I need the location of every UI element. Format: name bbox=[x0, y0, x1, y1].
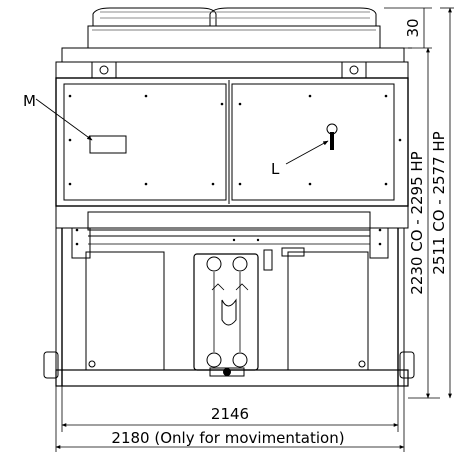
heat-exchanger bbox=[193, 253, 259, 377]
dim-label-width-transport: 2180 (Only for movimentation) bbox=[111, 429, 344, 447]
dim-label-height-co: 2230 CO - 2295 HP bbox=[408, 151, 426, 294]
dimension-top-clearance: 30 bbox=[384, 7, 432, 49]
dimension-height-co: 2230 CO - 2295 HP bbox=[408, 47, 440, 399]
upper-frame bbox=[55, 47, 409, 79]
callout-m: M bbox=[23, 92, 93, 141]
lower-compartment bbox=[43, 228, 415, 387]
main-panel bbox=[55, 77, 409, 207]
dim-label-width: 2146 bbox=[211, 405, 249, 423]
callout-label-l: L bbox=[271, 160, 280, 178]
dimension-width: 2146 bbox=[61, 386, 399, 432]
fan-row bbox=[87, 7, 381, 49]
dimension-height-total: 2511 CO - 2577 HP bbox=[430, 7, 454, 399]
middle-frame bbox=[55, 205, 409, 259]
dim-label-height-total: 2511 CO - 2577 HP bbox=[430, 131, 448, 274]
dimension-width-transport: 2180 (Only for movimentation) bbox=[55, 386, 405, 452]
callout-label-m: M bbox=[23, 92, 36, 110]
label-plate-m bbox=[89, 135, 127, 154]
dim-label-30: 30 bbox=[404, 18, 422, 37]
callout-l: L bbox=[271, 140, 329, 178]
door-handle-l bbox=[326, 123, 338, 150]
